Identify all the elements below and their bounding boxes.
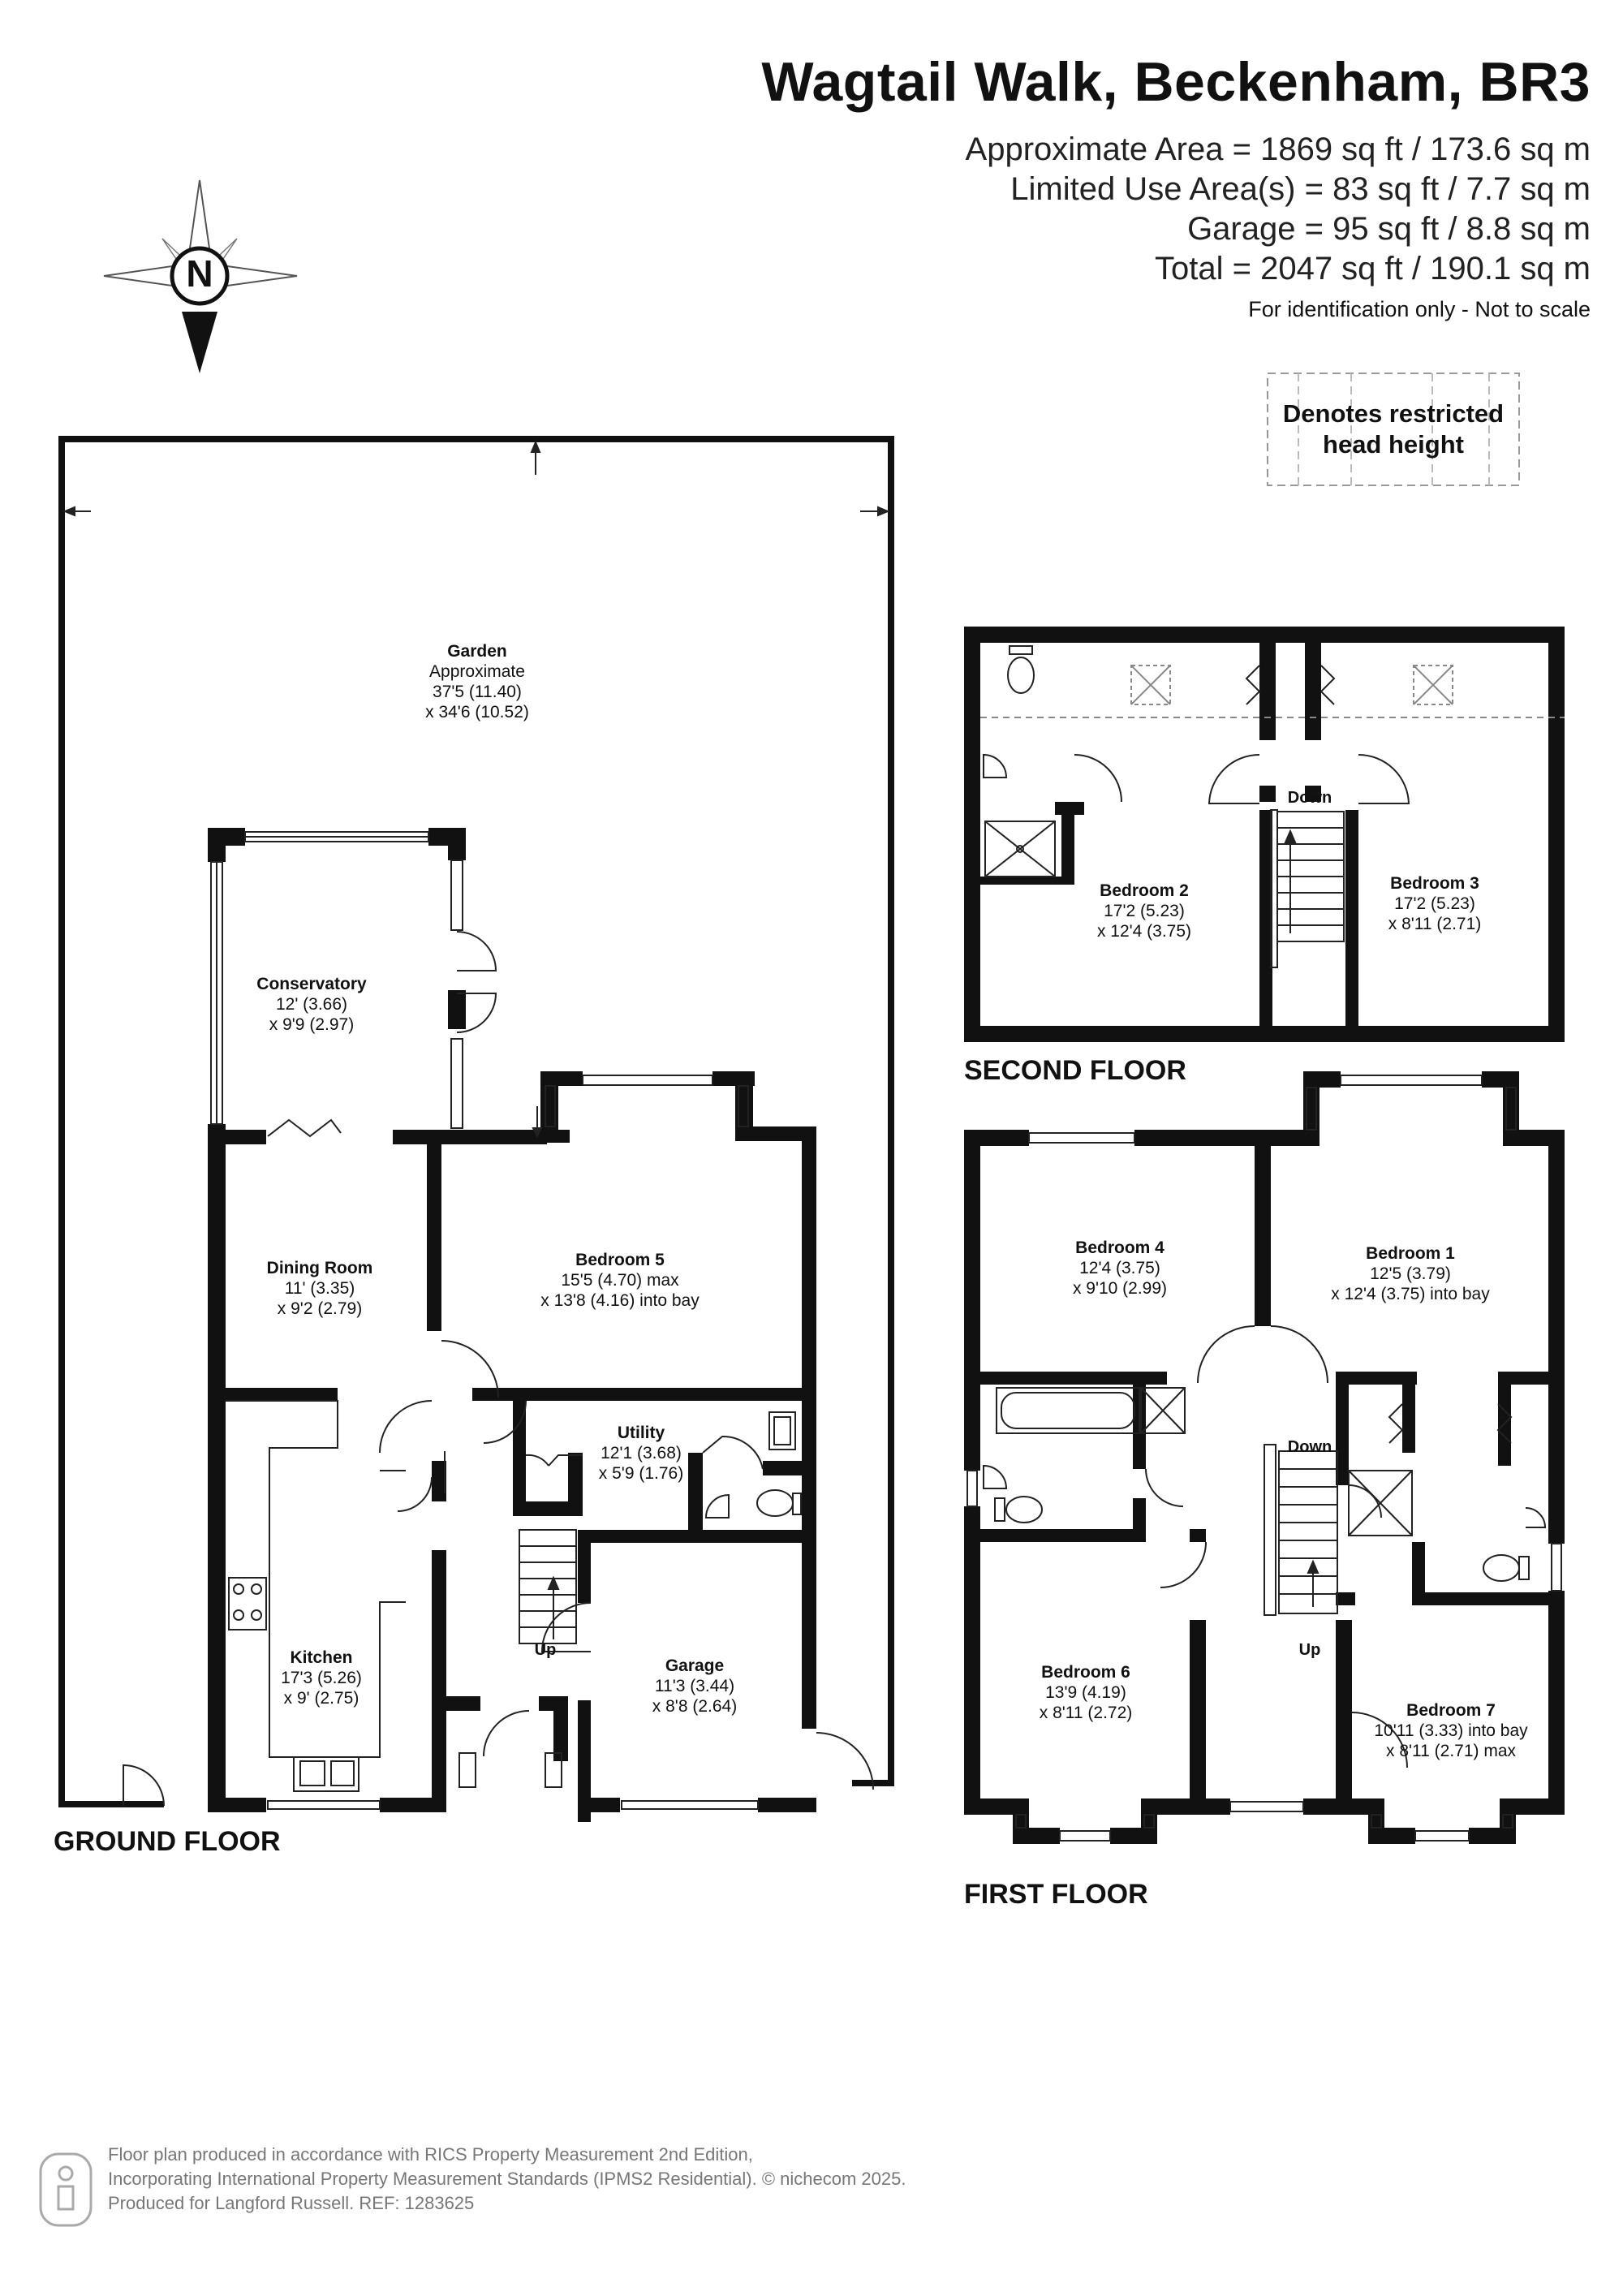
- room-dimension: 13'9 (4.19): [1045, 1683, 1126, 1702]
- ground-floor-walls: [58, 436, 894, 1822]
- second-floor-label: SECOND FLOOR: [964, 1055, 1186, 1086]
- room-dimension: 12'4 (3.75): [1079, 1259, 1160, 1277]
- room-name: Kitchen: [290, 1648, 353, 1667]
- room-dimension: x 8'11 (2.71) max: [1385, 1742, 1517, 1760]
- page-title: Wagtail Walk, Beckenham, BR3: [761, 51, 1591, 113]
- first-floor-details: [966, 1075, 1562, 1842]
- room-bedroom-5: Bedroom 5 15'5 (4.70) max x 13'8 (4.16) …: [540, 1250, 699, 1311]
- room-bedroom-1: Bedroom 1 12'5 (3.79) x 12'4 (3.75) into…: [1331, 1243, 1489, 1304]
- compass-letter: N: [186, 252, 213, 295]
- first-floor-label: FIRST FLOOR: [964, 1879, 1148, 1910]
- room-garden: Garden Approximate 37'5 (11.40) x 34'6 (…: [425, 641, 529, 722]
- room-dimension: x 12'4 (3.75): [1096, 922, 1192, 941]
- room-dimension: 37'5 (11.40): [433, 683, 522, 701]
- footer-line: Produced for Langford Russell. REF: 1283…: [108, 2193, 475, 2213]
- room-dimension: x 9'9 (2.97): [269, 1015, 355, 1034]
- room-name: Bedroom 7: [1406, 1701, 1496, 1720]
- room-dimension: 15'5 (4.70) max: [561, 1271, 679, 1290]
- garage-area: Garage = 95 sq ft / 8.8 sq m: [1187, 211, 1591, 247]
- room-dimension: x 9'10 (2.99): [1072, 1279, 1168, 1298]
- room-bedroom-3: Bedroom 3 17'2 (5.23) x 8'11 (2.71): [1388, 873, 1482, 934]
- restricted-legend-box: [1267, 373, 1520, 486]
- room-name: Bedroom 3: [1390, 874, 1479, 893]
- room-name: Conservatory: [256, 975, 367, 993]
- room-dimension: 10'11 (3.33) into bay: [1374, 1721, 1528, 1740]
- room-dining: Dining Room 11' (3.35) x 9'2 (2.79): [267, 1258, 373, 1319]
- room-dimension: 17'2 (5.23): [1104, 902, 1185, 920]
- north-compass-icon: [103, 179, 298, 373]
- room-kitchen: Kitchen 17'3 (5.26) x 9' (2.75): [281, 1648, 362, 1708]
- total-area: Total = 2047 sq ft / 190.1 sq m: [1155, 251, 1591, 286]
- limited-use-area: Limited Use Area(s) = 83 sq ft / 7.7 sq …: [1010, 171, 1591, 207]
- room-name: Bedroom 2: [1100, 881, 1189, 900]
- second-floor-details: [980, 645, 1565, 968]
- stairs-up-first: Up: [1298, 1641, 1321, 1659]
- second-floor-walls: [964, 627, 1565, 1042]
- room-name: Bedroom 6: [1041, 1663, 1130, 1682]
- disclaimer-note: For identification only - Not to scale: [1248, 297, 1591, 321]
- room-dimension: 12'5 (3.79): [1370, 1264, 1451, 1283]
- room-utility: Utility 12'1 (3.68) x 5'9 (1.76): [599, 1423, 683, 1484]
- room-name: Utility: [617, 1424, 665, 1442]
- room-dimension: Approximate: [429, 662, 525, 681]
- room-name: Garage: [665, 1656, 725, 1675]
- room-dimension: x 13'8 (4.16) into bay: [540, 1291, 700, 1310]
- ground-floor-label: GROUND FLOOR: [54, 1826, 281, 1857]
- footer-credits: Floor plan produced in accordance with R…: [108, 2143, 906, 2216]
- room-dimension: 12' (3.66): [275, 995, 348, 1014]
- room-dimension: x 8'11 (2.72): [1039, 1704, 1133, 1722]
- area-summary: Approximate Area = 1869 sq ft / 173.6 sq…: [966, 130, 1591, 289]
- room-bedroom-7: Bedroom 7 10'11 (3.33) into bay x 8'11 (…: [1374, 1700, 1527, 1761]
- room-dimension: x 34'6 (10.52): [425, 703, 529, 722]
- stairs-up-ground: Up: [534, 1641, 557, 1659]
- room-bedroom-6: Bedroom 6 13'9 (4.19) x 8'11 (2.72): [1040, 1662, 1133, 1723]
- room-dimension: x 5'9 (1.76): [598, 1464, 684, 1483]
- person-icon: [39, 2152, 93, 2227]
- ground-floor-details: [62, 440, 890, 1810]
- room-bedroom-4: Bedroom 4 12'4 (3.75) x 9'10 (2.99): [1073, 1238, 1167, 1299]
- room-dimension: x 9'2 (2.79): [277, 1299, 363, 1318]
- room-name: Garden: [447, 642, 507, 661]
- room-dimension: x 8'8 (2.64): [652, 1697, 738, 1716]
- room-name: Bedroom 1: [1366, 1244, 1455, 1263]
- room-name: Bedroom 4: [1075, 1238, 1165, 1257]
- room-dimension: x 8'11 (2.71): [1388, 915, 1482, 933]
- room-conservatory: Conservatory 12' (3.66) x 9'9 (2.97): [256, 974, 366, 1035]
- room-dimension: 17'2 (5.23): [1394, 894, 1475, 913]
- restricted-head-height-label: Denotes restricted head height: [1282, 399, 1505, 459]
- stairs-down-first: Down: [1287, 1438, 1332, 1456]
- room-dimension: 17'3 (5.26): [281, 1669, 362, 1687]
- room-dimension: 11' (3.35): [284, 1279, 355, 1298]
- room-dimension: 12'1 (3.68): [601, 1444, 682, 1462]
- room-name: Bedroom 5: [575, 1251, 665, 1269]
- room-dimension: 11'3 (3.44): [654, 1677, 735, 1695]
- room-dimension: x 12'4 (3.75) into bay: [1331, 1285, 1490, 1303]
- room-garage: Garage 11'3 (3.44) x 8'8 (2.64): [652, 1656, 737, 1717]
- footer-line: Floor plan produced in accordance with R…: [108, 2144, 753, 2165]
- room-dimension: x 9' (2.75): [283, 1689, 359, 1708]
- approximate-area: Approximate Area = 1869 sq ft / 173.6 sq…: [965, 131, 1591, 167]
- room-bedroom-2: Bedroom 2 17'2 (5.23) x 12'4 (3.75): [1097, 881, 1191, 941]
- footer-line: Incorporating International Property Mea…: [108, 2169, 906, 2189]
- room-name: Dining Room: [266, 1259, 373, 1277]
- stairs-down-second: Down: [1287, 789, 1332, 807]
